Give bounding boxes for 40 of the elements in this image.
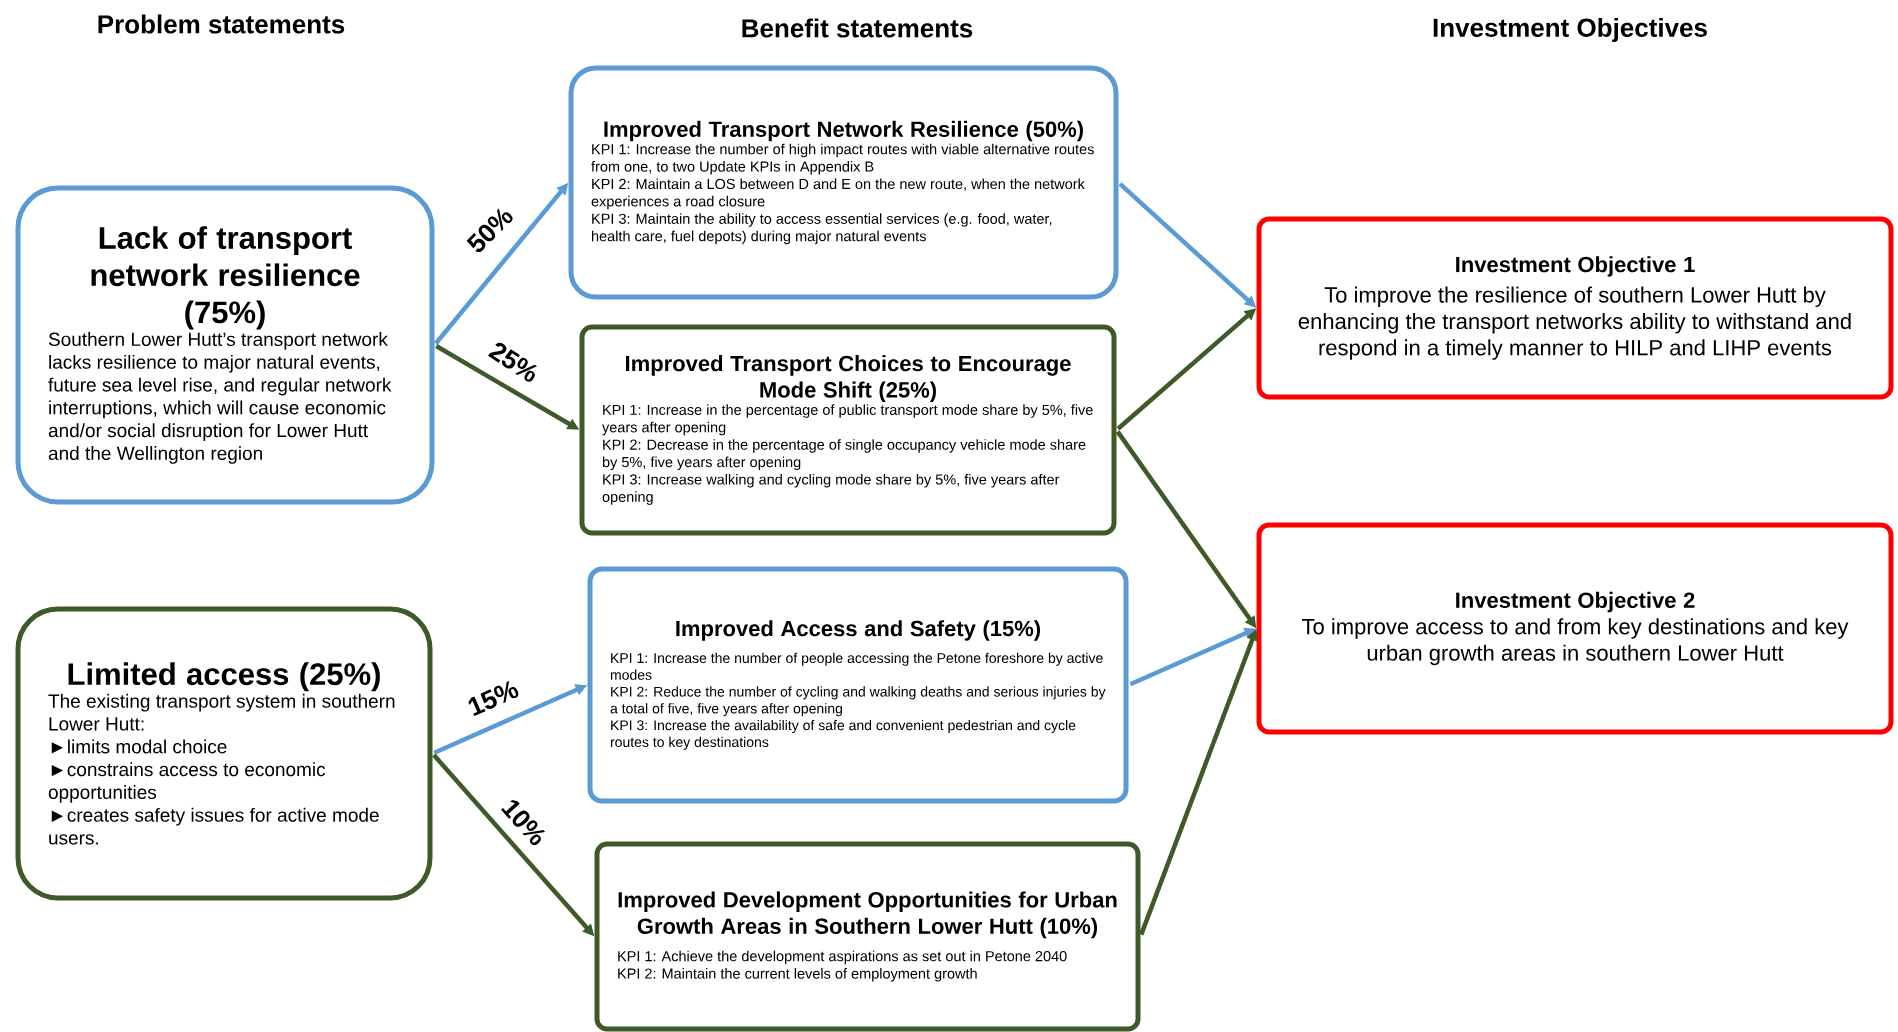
box-heading: Improved Development Opportunities for Urban Growth Areas in Southern Lower Hutt (10%) xyxy=(618,891,1117,939)
statement-box xyxy=(15,185,435,505)
box-heading: Investment Objective 2 xyxy=(1456,591,1695,613)
statement-box xyxy=(1256,216,1894,400)
statement-box xyxy=(594,841,1141,1032)
box-text: KPI 2: Reduce the number of cycling and walking deaths and serious injuries by a total of five, five years after opening xyxy=(610,686,1106,717)
edge-label: 15% xyxy=(468,681,519,717)
edge-label: 50% xyxy=(466,208,513,253)
box-heading: Lack of transport network resilience (75%) xyxy=(91,226,360,330)
box-text: KPI 1: Achieve the development aspirations as set out in Petone 2040 xyxy=(618,950,1067,965)
column-heading: Investment Objectives xyxy=(1433,17,1707,43)
edge-label: 25% xyxy=(488,342,537,382)
box-text: ►limits modal choice xyxy=(51,739,227,754)
box-text: KPI 2: Maintain the current levels of employment growth xyxy=(618,968,977,982)
box-text: To improve the resilience of southern Lower Hutt by enhancing the transport networks ability to withstand and respond in a timely manner to HILP and LIHP events xyxy=(1298,286,1851,360)
box-text: KPI 1: Increase the number of people accessing the Petone foreshore by active modes xyxy=(610,652,1103,680)
statement-box xyxy=(15,606,433,901)
box-heading: Improved Transport Network Resilience (50%) xyxy=(604,120,1083,142)
column-heading: Problem statements xyxy=(98,14,345,34)
column-heading: Benefit statements xyxy=(742,18,973,38)
box-heading: Improved Access and Safety (15%) xyxy=(676,620,1041,641)
box-text: Southern Lower Hutt’s transport network lacks resilience to major natural events, future sea level rise, and regular network interruptions, which will cause economic and/or social disruption for Lower Hutt and the Wellington region xyxy=(48,332,392,464)
box-heading: Investment Objective 1 xyxy=(1456,256,1695,277)
statement-box xyxy=(579,324,1117,536)
box-text: KPI 3: Increase walking and cycling mode share by 5%, five years after opening xyxy=(602,473,1060,505)
box-text: KPI 3: Increase the availability of safe and convenient pedestrian and cycle routes to key destinations xyxy=(610,719,1076,750)
box-text: KPI 2: Maintain a LOS between D and E on the new route, when the network experiences a road closure xyxy=(591,178,1085,210)
box-text: The existing transport system in southern Lower Hutt: xyxy=(48,693,395,731)
box-text: KPI 3: Maintain the ability to access essential services (e.g. food, water, health care, fuel depots) during major natural events xyxy=(592,213,1052,245)
statement-box xyxy=(587,566,1129,804)
box-text: ►constrains access to economic opportunities xyxy=(48,762,326,803)
box-text: KPI 1: Increase in the percentage of public transport mode share by 5%, five years after opening xyxy=(602,404,1093,436)
statement-box xyxy=(568,65,1119,300)
statement-box xyxy=(1256,522,1894,735)
box-text: To improve access to and from key destinations and key urban growth areas in southern Lower Hutt xyxy=(1302,618,1849,666)
box-text: ►creates safety issues for active mode users. xyxy=(49,807,379,845)
box-heading: Limited access (25%) xyxy=(68,662,380,692)
box-heading: Improved Transport Choices to Encourage Mode Shift (25%) xyxy=(626,355,1071,403)
box-text: KPI 1: Increase the number of high impact routes with viable alternative routes from one, to two Update KPIs in Appendix B xyxy=(591,143,1094,175)
box-text: KPI 2: Decrease in the percentage of single occupancy vehicle mode share by 5%, five years after opening xyxy=(602,439,1086,471)
